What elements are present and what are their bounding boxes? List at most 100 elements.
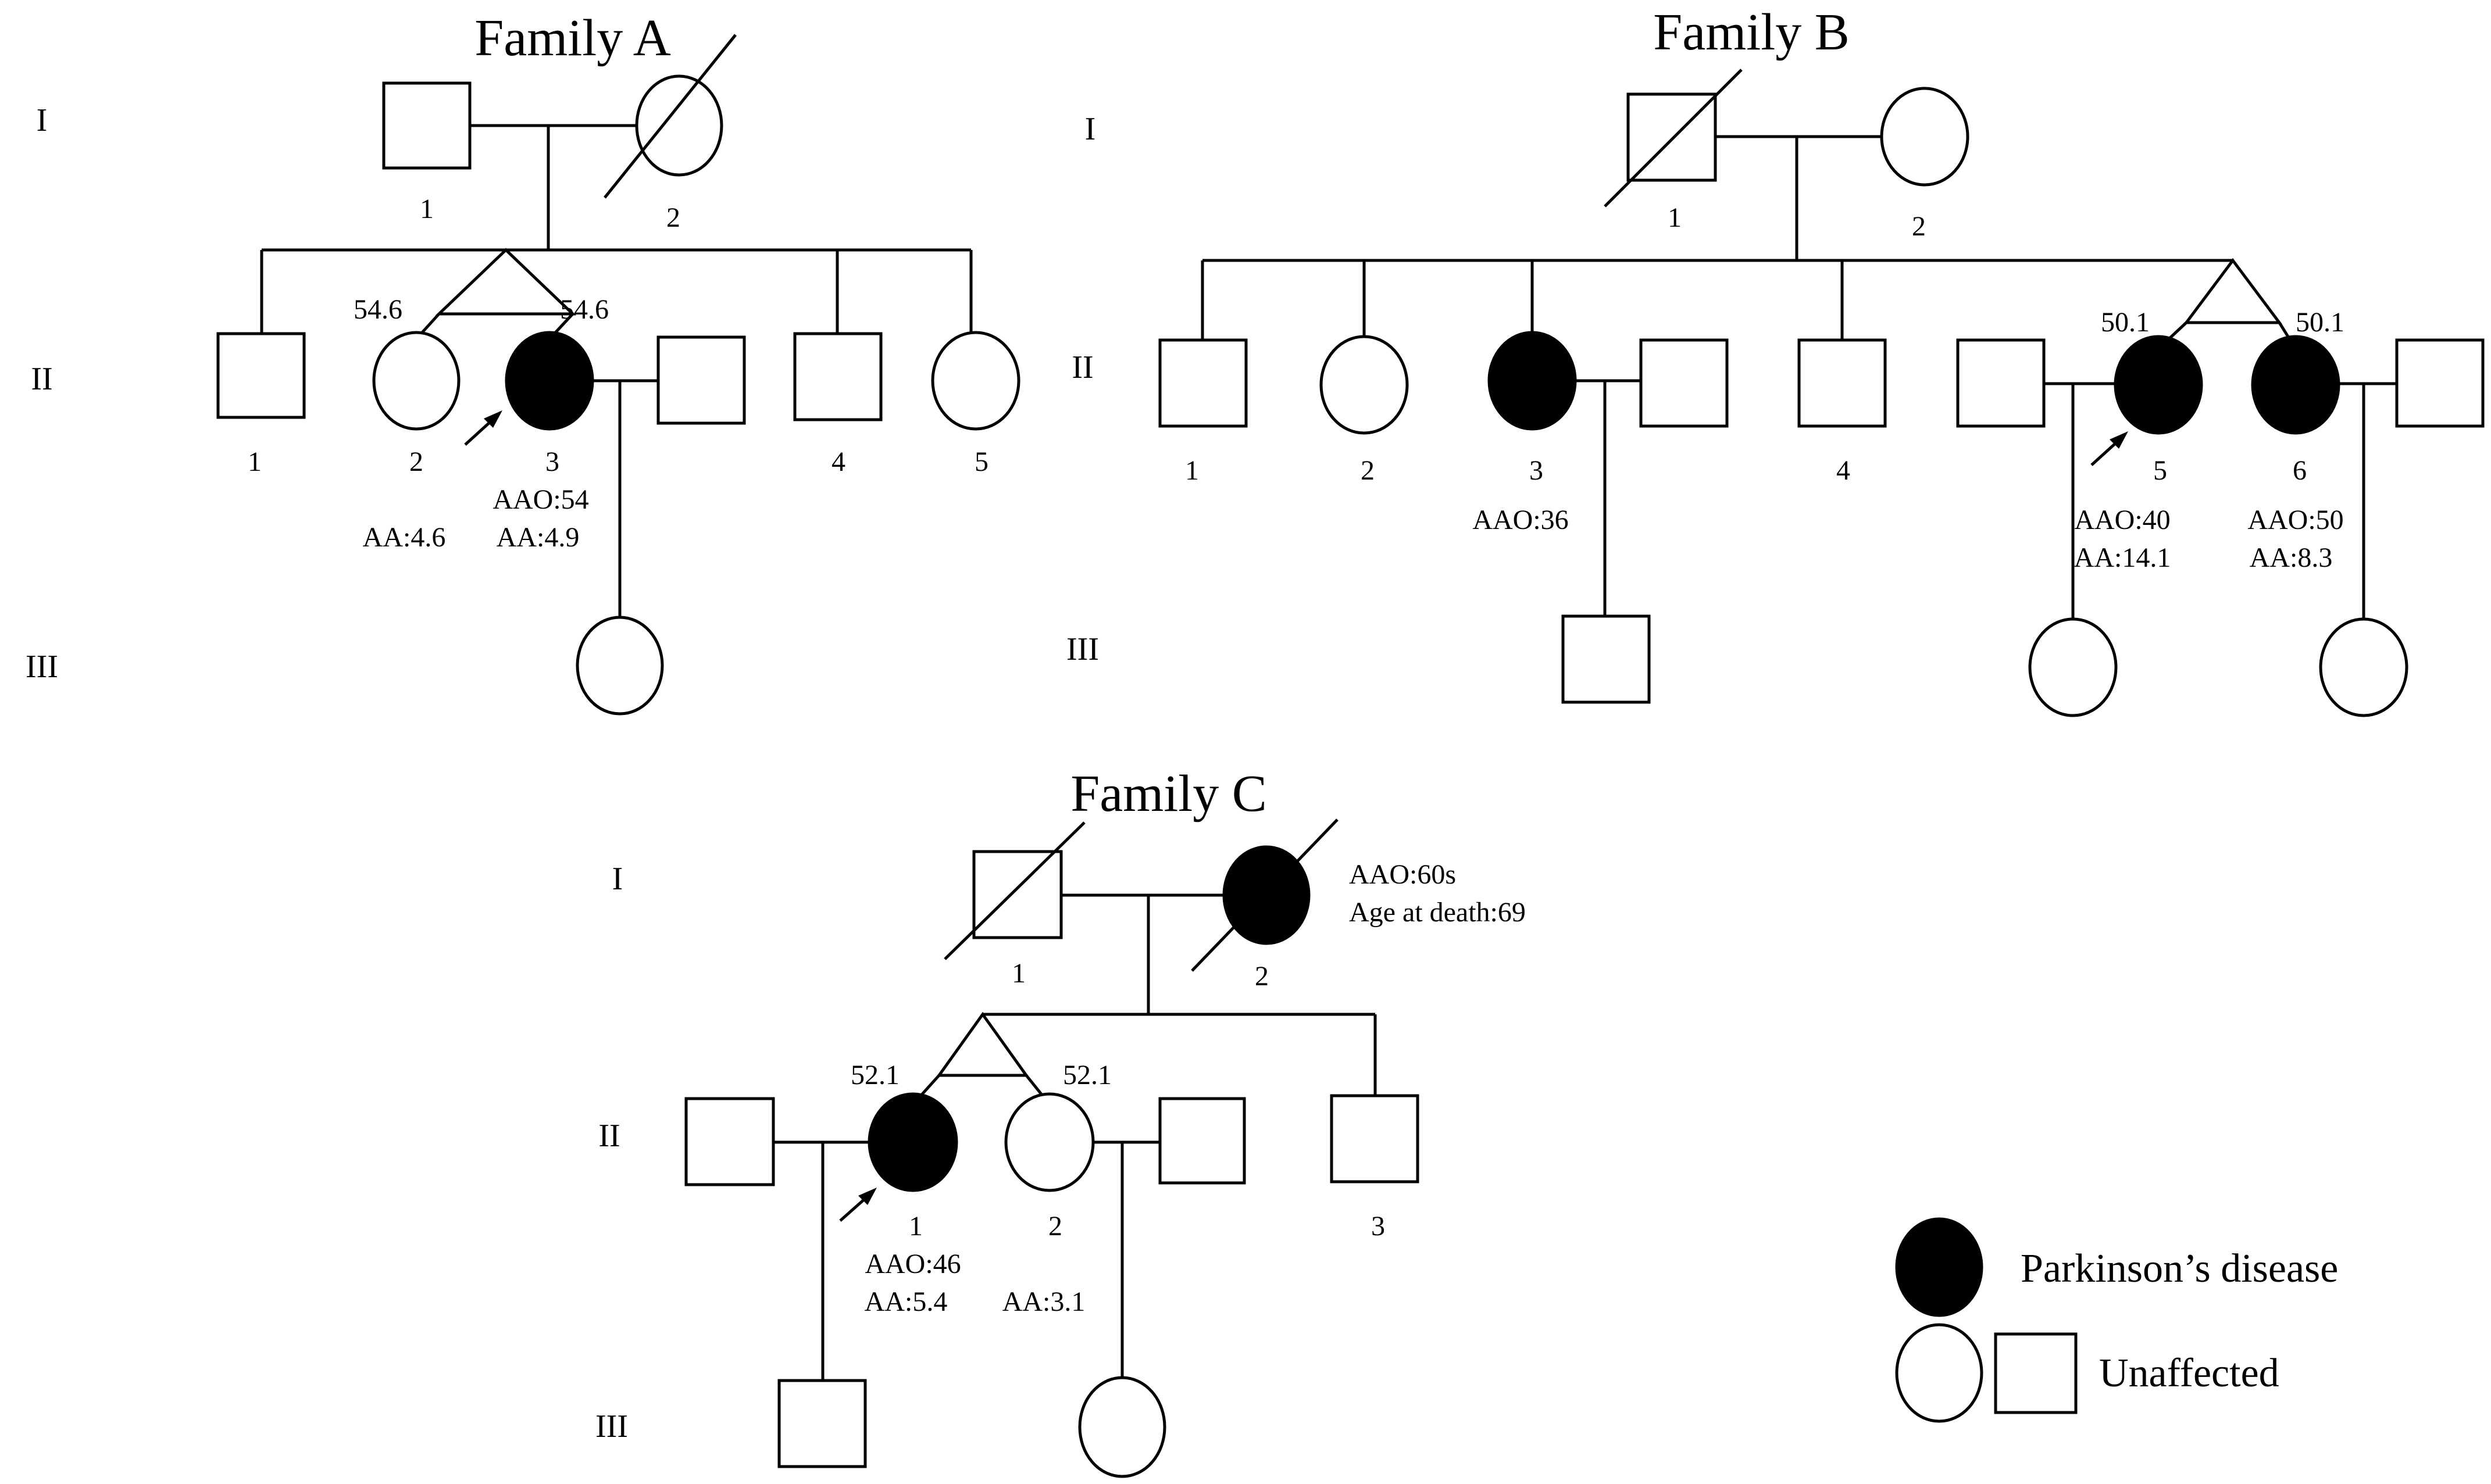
individual-c-iii-1 bbox=[777, 1379, 867, 1468]
deceased-slash bbox=[1191, 818, 1339, 972]
deceased-slash bbox=[944, 821, 1086, 960]
individual-b-ii-5 bbox=[2114, 335, 2203, 435]
clinical-note: AA:4.9 bbox=[497, 522, 580, 553]
clinical-note: AA:4.6 bbox=[363, 522, 446, 553]
individual-b-ii-2 bbox=[1319, 335, 1409, 435]
twin-age: 50.1 bbox=[2296, 307, 2344, 338]
twin-marker bbox=[936, 1011, 1029, 1077]
twin-age: 54.6 bbox=[354, 294, 402, 325]
spouse-b-ii-5 bbox=[1956, 338, 2046, 428]
legend-unaffected-label: Unaffected bbox=[2099, 1351, 2279, 1396]
legend-affected-label: Parkinson’s disease bbox=[2021, 1246, 2338, 1291]
individual-b-ii-4 bbox=[1797, 338, 1887, 428]
family-a-generation-ii: II bbox=[31, 361, 52, 397]
legend: Parkinson’s disease Unaffected bbox=[1895, 1217, 2338, 1423]
spouse-c-ii-2 bbox=[1158, 1097, 1246, 1185]
individual-b-ii-6 bbox=[2251, 335, 2340, 435]
proband-arrow-head bbox=[484, 410, 502, 428]
family-c-generation-ii: II bbox=[598, 1118, 620, 1154]
family-a-generation-iii: III bbox=[26, 649, 58, 685]
individual-c-iii-2 bbox=[1078, 1376, 1166, 1478]
id-label: 5 bbox=[975, 446, 988, 477]
id-label: 4 bbox=[1836, 455, 1850, 486]
family-c-title: Family C bbox=[1070, 765, 1267, 823]
family-c: Family C I II III 1 2 AAO:60s Age at dea… bbox=[595, 765, 1526, 1478]
individual-b-i-2 bbox=[1880, 87, 1969, 187]
clinical-note: AAO:54 bbox=[493, 484, 588, 515]
id-label: 1 bbox=[909, 1211, 923, 1242]
id-label: 1 bbox=[248, 446, 262, 477]
individual-b-ii-1 bbox=[1158, 338, 1248, 428]
twin-age: 54.6 bbox=[560, 294, 609, 325]
family-b-generation-iii: III bbox=[1066, 631, 1099, 667]
clinical-note: AAO:46 bbox=[865, 1249, 961, 1279]
family-c-generation-i: I bbox=[612, 861, 623, 897]
legend-unaffected-female-symbol bbox=[1895, 1323, 1983, 1423]
individual-c-ii-3 bbox=[1330, 1094, 1419, 1183]
id-label: 1 bbox=[420, 194, 434, 224]
id-label: 2 bbox=[409, 446, 423, 477]
family-b-generation-i: I bbox=[1085, 111, 1096, 147]
clinical-note: AA:3.1 bbox=[1002, 1286, 1086, 1317]
clinical-note: AAO:40 bbox=[2074, 505, 2170, 535]
family-b-title: Family B bbox=[1653, 3, 1850, 61]
individual-a-ii-4 bbox=[793, 332, 883, 421]
proband-arrow-head bbox=[858, 1188, 877, 1205]
family-b: Family B I II III 1 2 1 2 3 AAO:36 bbox=[1066, 3, 2485, 717]
id-label: 3 bbox=[1371, 1211, 1385, 1242]
id-label: 2 bbox=[1255, 961, 1269, 992]
individual-a-ii-1 bbox=[216, 332, 306, 419]
clinical-note: Age at death:69 bbox=[1349, 897, 1526, 928]
spouse-b-ii-3 bbox=[1639, 338, 1729, 428]
proband-arrow-head bbox=[2110, 431, 2128, 449]
spouse-b-ii-6 bbox=[2395, 338, 2485, 428]
clinical-note: AA:5.4 bbox=[865, 1286, 948, 1317]
individual-a-i-2 bbox=[635, 74, 723, 177]
clinical-note: AAO:36 bbox=[1472, 505, 1568, 535]
legend-unaffected-male-symbol bbox=[1994, 1332, 2078, 1414]
clinical-note: AA:14.1 bbox=[2074, 542, 2171, 573]
individual-b-iii-3 bbox=[2319, 617, 2408, 717]
id-label: 1 bbox=[1185, 455, 1199, 486]
legend-affected-symbol bbox=[1895, 1217, 1983, 1317]
family-a-generation-i: I bbox=[37, 102, 48, 138]
id-label: 6 bbox=[2293, 455, 2307, 486]
id-label: 3 bbox=[1529, 455, 1543, 486]
family-a: Family A I II III 1 2 1 54.6 2 AA:4.6 54… bbox=[26, 9, 1020, 716]
id-label: 3 bbox=[545, 446, 559, 477]
individual-a-ii-3 bbox=[505, 331, 594, 431]
individual-c-ii-1 bbox=[868, 1092, 958, 1192]
id-label: 2 bbox=[1361, 455, 1375, 486]
spouse-a-ii-3 bbox=[656, 335, 746, 425]
twin-age: 52.1 bbox=[1063, 1060, 1112, 1090]
individual-a-ii-5 bbox=[931, 331, 1020, 431]
twin-marker bbox=[435, 248, 577, 316]
family-c-generation-iii: III bbox=[595, 1408, 628, 1444]
clinical-note: AA:8.3 bbox=[2250, 542, 2333, 573]
id-label: 5 bbox=[2153, 455, 2167, 486]
clinical-note: AAO:50 bbox=[2247, 505, 2343, 535]
twin-age: 50.1 bbox=[2101, 307, 2150, 338]
individual-b-iii-2 bbox=[2028, 617, 2118, 717]
id-label: 2 bbox=[1912, 211, 1926, 242]
deceased-slash bbox=[604, 34, 737, 199]
individual-b-iii-1 bbox=[1561, 614, 1651, 704]
individual-c-ii-2 bbox=[1004, 1092, 1095, 1192]
id-label: 1 bbox=[1012, 958, 1026, 989]
clinical-note: AAO:60s bbox=[1349, 859, 1456, 890]
twin-marker bbox=[2183, 258, 2282, 324]
deceased-slash bbox=[1604, 69, 1743, 208]
individual-a-i-1 bbox=[382, 81, 472, 170]
individual-a-ii-2 bbox=[372, 331, 461, 431]
individual-b-ii-3 bbox=[1487, 331, 1577, 431]
individual-a-iii-1 bbox=[576, 616, 664, 716]
id-label: 1 bbox=[1668, 202, 1682, 233]
id-label: 4 bbox=[831, 446, 845, 477]
id-label: 2 bbox=[666, 202, 680, 233]
family-b-generation-ii: II bbox=[1072, 349, 1093, 385]
family-a-title: Family A bbox=[474, 9, 671, 67]
id-label: 2 bbox=[1048, 1211, 1062, 1242]
individual-c-i-1 bbox=[972, 850, 1063, 939]
twin-age: 52.1 bbox=[851, 1060, 900, 1090]
